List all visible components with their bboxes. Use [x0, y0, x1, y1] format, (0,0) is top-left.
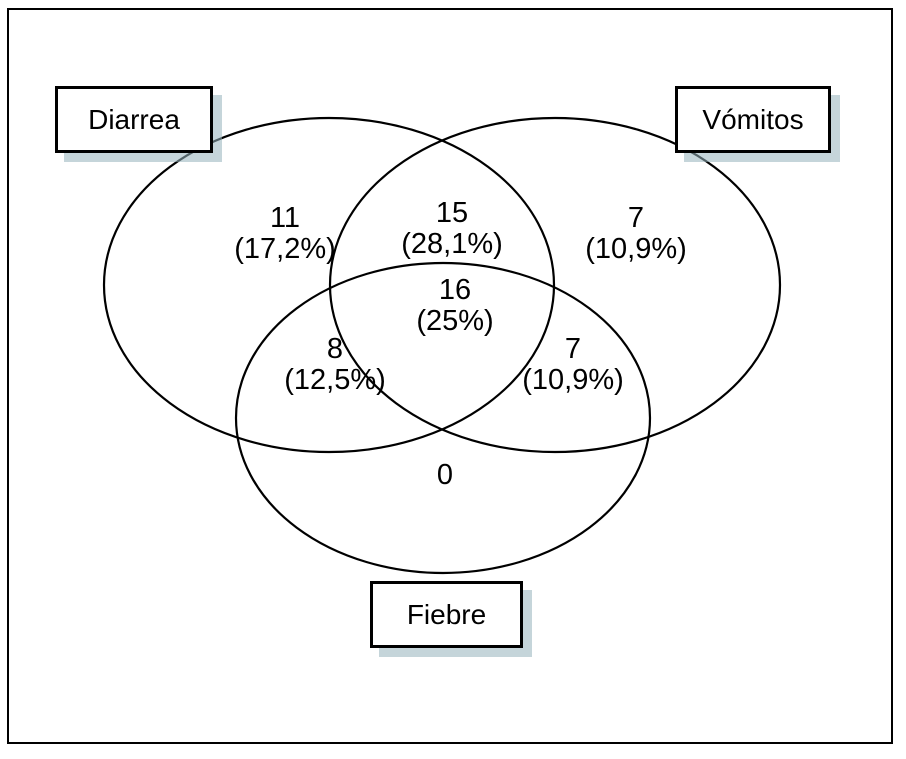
region-vomitos-only-count: 7	[627, 202, 645, 234]
region-fiebre-only-count: 0	[436, 459, 454, 491]
region-vomitos-fiebre-percent: (10,9%)	[522, 364, 624, 397]
set-label-fiebre: Fiebre	[370, 581, 523, 648]
region-diarrea-only-percent: (17,2%)	[234, 233, 336, 266]
region-diarrea-fiebre-percent: (12,5%)	[284, 364, 386, 397]
region-diarrea-fiebre-count: 8	[326, 333, 344, 365]
region-diarrea-vomitos-fiebre-count: 16	[438, 274, 472, 306]
region-diarrea-vomitos-fiebre-percent: (25%)	[416, 305, 494, 338]
ellipse-vomitos	[328, 116, 782, 454]
region-diarrea-vomitos: 15 (28,1%)	[372, 197, 532, 261]
set-label-fiebre-text: Fiebre	[406, 598, 487, 630]
region-diarrea-vomitos-count: 15	[435, 197, 469, 229]
region-vomitos-only: 7 (10,9%)	[556, 202, 716, 266]
region-vomitos-only-percent: (10,9%)	[585, 233, 687, 266]
region-diarrea-only: 11 (17,2%)	[205, 202, 365, 266]
region-diarrea-only-count: 11	[269, 202, 301, 234]
region-diarrea-fiebre: 8 (12,5%)	[255, 333, 415, 397]
ellipse-fiebre	[234, 261, 652, 575]
set-label-vomitos-text: Vómitos	[702, 103, 804, 135]
region-vomitos-fiebre-count: 7	[564, 333, 582, 365]
region-vomitos-fiebre: 7 (10,9%)	[493, 333, 653, 397]
set-label-diarrea-text: Diarrea	[88, 103, 180, 135]
set-label-vomitos: Vómitos	[675, 86, 831, 153]
region-fiebre-only: 0	[365, 459, 525, 491]
set-label-diarrea: Diarrea	[55, 86, 213, 153]
region-diarrea-vomitos-percent: (28,1%)	[401, 228, 503, 261]
ellipse-diarrea	[102, 116, 556, 454]
region-diarrea-vomitos-fiebre: 16 (25%)	[375, 274, 535, 338]
